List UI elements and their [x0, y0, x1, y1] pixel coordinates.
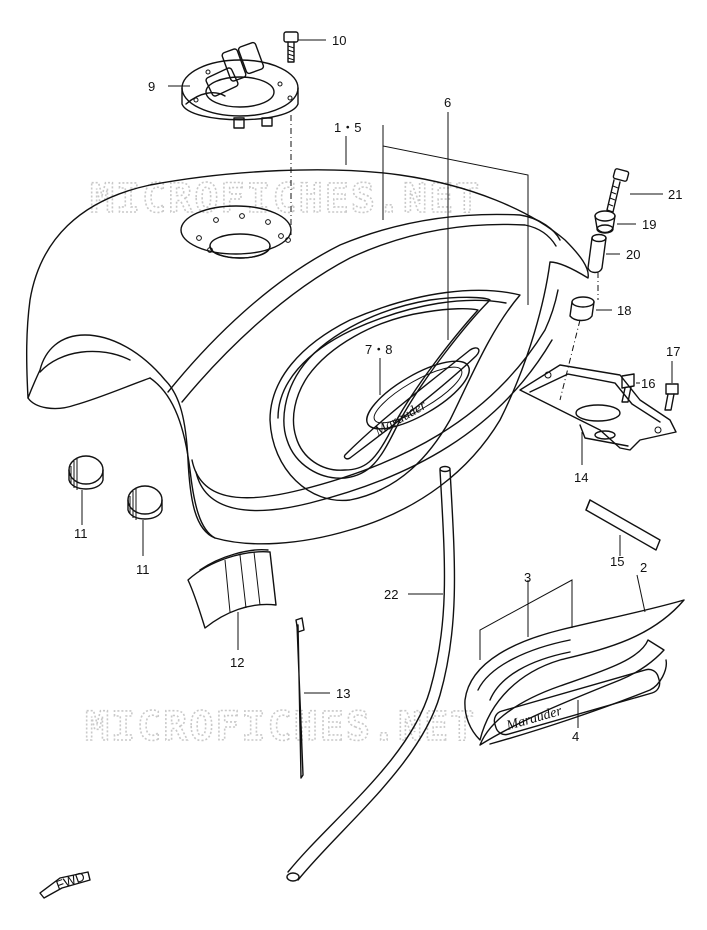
callout-6: 6 — [444, 95, 451, 110]
callout-20: 20 — [626, 247, 640, 262]
bolt-10 — [283, 31, 299, 63]
callout-1-5: 1・5 — [334, 120, 361, 135]
grommet-19 — [594, 210, 616, 234]
callout-18: 18 — [617, 303, 631, 318]
callout-9: 9 — [148, 79, 155, 94]
cap-11a — [68, 455, 104, 490]
callout-21: 21 — [668, 187, 682, 202]
pad-12 — [187, 548, 277, 629]
strip-15 — [585, 499, 661, 551]
collar-20 — [587, 233, 607, 274]
fuel-tank — [25, 169, 589, 545]
callouts: 10 9 1・5 6 21 19 20 18 7・8 17 16 14 11 1… — [74, 33, 682, 744]
bolt-21 — [606, 168, 630, 213]
side-emblem: Marauder — [464, 599, 685, 746]
callout-13: 13 — [336, 686, 350, 701]
emblem-text: Marauder — [372, 398, 430, 440]
screw-17 — [664, 383, 679, 411]
leader-lines — [81, 39, 673, 728]
fuel-cap — [181, 41, 299, 129]
callout-16: 16 — [641, 376, 655, 391]
fwd-label: FWD — [54, 869, 87, 893]
callout-7-8: 7・8 — [365, 342, 392, 357]
callout-11b: 11 — [136, 562, 150, 577]
callout-10: 10 — [332, 33, 346, 48]
callout-22: 22 — [384, 587, 398, 602]
cushion-18 — [569, 296, 595, 322]
callout-2: 2 — [640, 560, 647, 575]
callout-12: 12 — [230, 655, 244, 670]
hose-22 — [286, 465, 456, 882]
screw-16 — [621, 373, 635, 403]
callout-14: 14 — [574, 470, 588, 485]
fwd-arrow-icon: FWD — [39, 869, 91, 899]
cap-11b — [127, 485, 163, 520]
watermark-top: MICROFICHES.NET — [90, 176, 481, 222]
callout-19: 19 — [642, 217, 656, 232]
callout-4: 4 — [572, 729, 579, 744]
band-13 — [295, 617, 305, 779]
callout-17: 17 — [666, 344, 680, 359]
callout-3: 3 — [524, 570, 531, 585]
bracket-14 — [519, 364, 677, 451]
watermark-bottom: MICROFICHES.NET — [85, 704, 476, 750]
callout-15: 15 — [610, 554, 624, 569]
callout-11a: 11 — [74, 526, 88, 541]
